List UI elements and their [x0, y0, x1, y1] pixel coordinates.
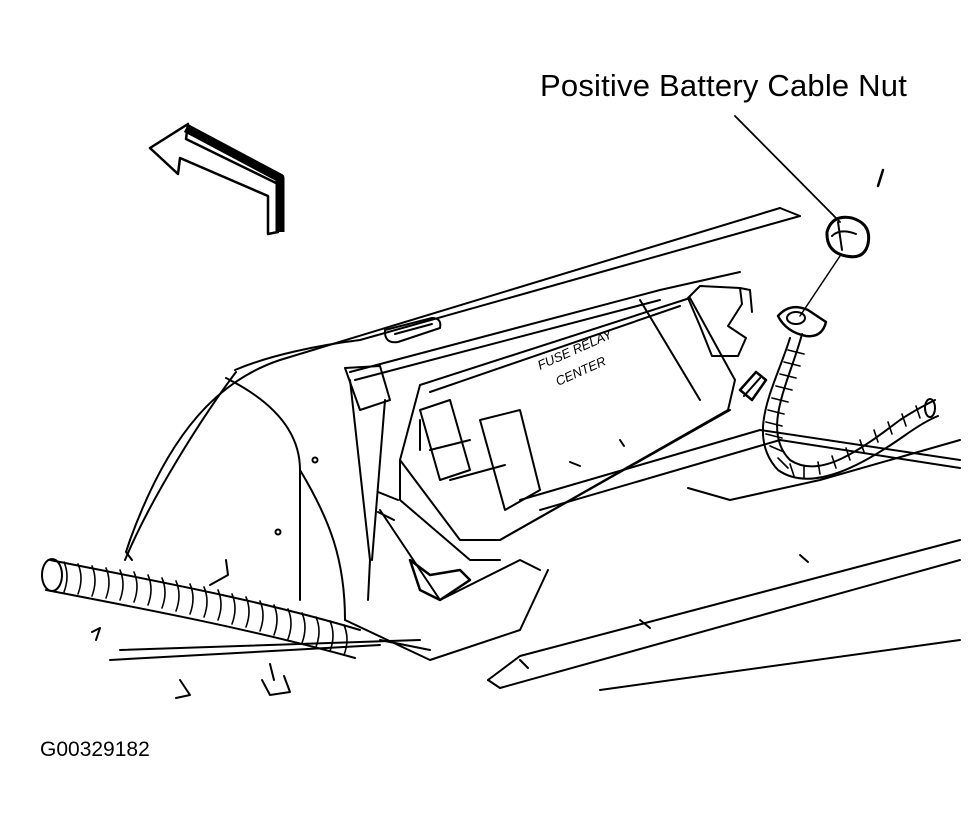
lower-rails	[487, 429, 961, 691]
mounting-bracket	[687, 285, 753, 357]
positive-terminal-stud	[738, 370, 768, 402]
callout-leader-line	[734, 115, 841, 223]
lower-bracket	[109, 569, 549, 699]
direction-arrow-icon	[148, 122, 285, 236]
stud-tick	[876, 168, 885, 188]
callout-label: Positive Battery Cable Nut	[540, 68, 908, 103]
positive-battery-cable	[761, 333, 939, 480]
battery-cable-nut	[825, 215, 871, 259]
figure-id: G00329182	[40, 738, 150, 761]
panel-carrier	[124, 207, 801, 621]
wiring-harness	[41, 558, 361, 659]
stud-axis-line	[799, 255, 841, 317]
fuse-block-label: FUSE RELAY CENTER	[535, 326, 615, 389]
fuse-relay-center	[377, 297, 736, 602]
cable-terminal	[776, 305, 828, 338]
